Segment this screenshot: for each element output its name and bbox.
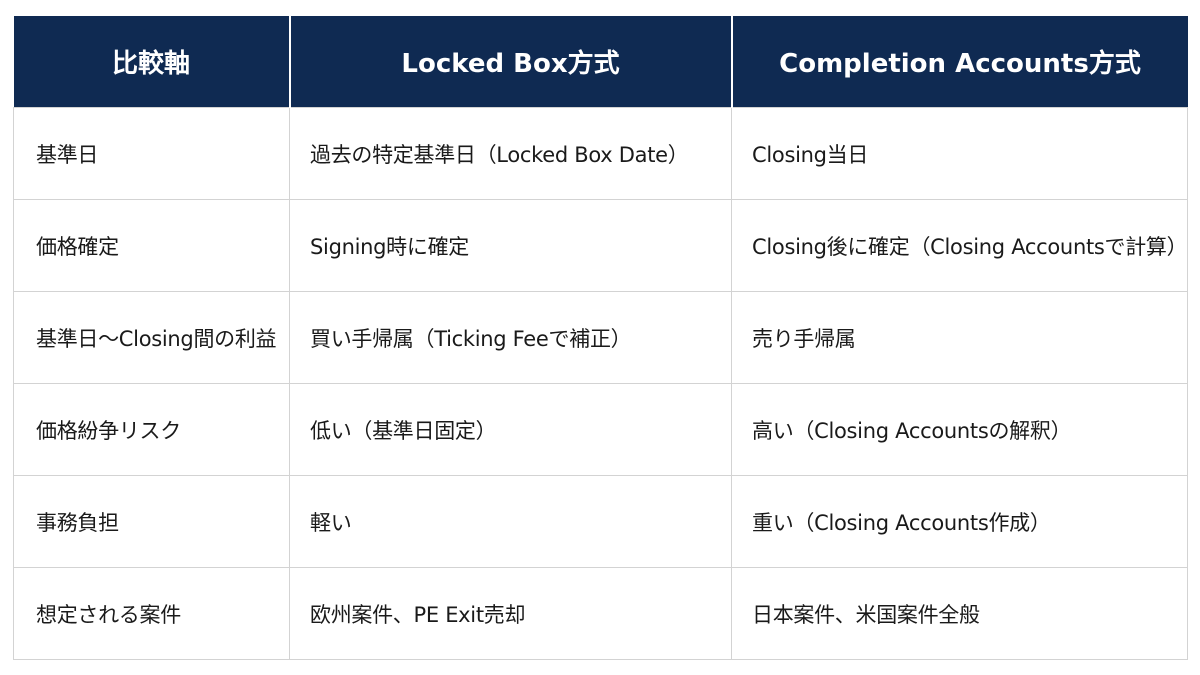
- cell-axis: 価格紛争リスク: [13, 383, 290, 476]
- cell-axis: 価格確定: [13, 199, 290, 292]
- cell-completion-accounts: Closing後に確定（Closing Accountsで計算）: [731, 199, 1188, 292]
- cell-completion-accounts: Closing当日: [731, 107, 1188, 200]
- cell-axis: 基準日: [13, 107, 290, 200]
- table-row: 価格確定 Signing時に確定 Closing後に確定（Closing Acc…: [13, 199, 1188, 292]
- table-body: 基準日 過去の特定基準日（Locked Box Date） Closing当日 …: [13, 107, 1188, 660]
- header-locked-box: Locked Box方式: [289, 16, 733, 108]
- table-row: 想定される案件 欧州案件、PE Exit売却 日本案件、米国案件全般: [13, 567, 1188, 660]
- cell-axis: 基準日〜Closing間の利益: [13, 291, 290, 384]
- comparison-table: 比較軸 Locked Box方式 Completion Accounts方式 基…: [13, 16, 1188, 660]
- cell-completion-accounts: 高い（Closing Accountsの解釈）: [731, 383, 1188, 476]
- table-row: 基準日〜Closing間の利益 買い手帰属（Ticking Feeで補正） 売り…: [13, 291, 1188, 384]
- cell-completion-accounts: 重い（Closing Accounts作成）: [731, 475, 1188, 568]
- table-header: 比較軸 Locked Box方式 Completion Accounts方式: [13, 16, 1188, 108]
- table-row: 価格紛争リスク 低い（基準日固定） 高い（Closing Accountsの解釈…: [13, 383, 1188, 476]
- cell-locked-box: 低い（基準日固定）: [289, 383, 732, 476]
- cell-locked-box: Signing時に確定: [289, 199, 732, 292]
- comparison-table-container: 比較軸 Locked Box方式 Completion Accounts方式 基…: [13, 16, 1188, 660]
- table-row: 基準日 過去の特定基準日（Locked Box Date） Closing当日: [13, 107, 1188, 200]
- cell-axis: 事務負担: [13, 475, 290, 568]
- cell-axis: 想定される案件: [13, 567, 290, 660]
- cell-locked-box: 軽い: [289, 475, 732, 568]
- cell-locked-box: 買い手帰属（Ticking Feeで補正）: [289, 291, 732, 384]
- cell-locked-box: 欧州案件、PE Exit売却: [289, 567, 732, 660]
- header-comparison-axis: 比較軸: [13, 16, 291, 108]
- cell-completion-accounts: 売り手帰属: [731, 291, 1188, 384]
- cell-completion-accounts: 日本案件、米国案件全般: [731, 567, 1188, 660]
- header-row: 比較軸 Locked Box方式 Completion Accounts方式: [13, 16, 1188, 108]
- header-completion-accounts: Completion Accounts方式: [731, 16, 1188, 108]
- cell-locked-box: 過去の特定基準日（Locked Box Date）: [289, 107, 732, 200]
- table-row: 事務負担 軽い 重い（Closing Accounts作成）: [13, 475, 1188, 568]
